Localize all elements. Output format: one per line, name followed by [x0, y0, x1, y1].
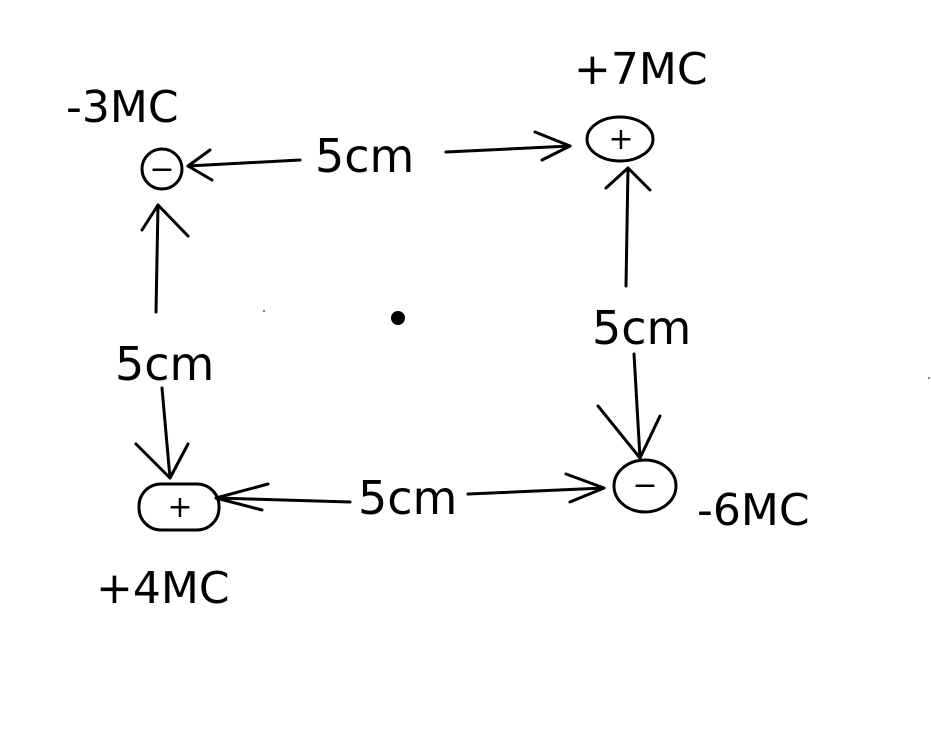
distance-label-top: 5cm	[315, 129, 414, 183]
arrow-top-right-shaft	[444, 144, 572, 154]
arrow-left-top-head	[140, 203, 190, 238]
distance-label-left: 5cm	[115, 337, 214, 391]
arrow-bottom-right-head	[564, 472, 606, 504]
charge-bottom-right: −	[612, 458, 678, 514]
center-point	[391, 311, 405, 325]
arrow-bottom-left-shaft	[214, 496, 352, 504]
charge-label-top-left: -3MC	[66, 82, 179, 133]
arrow-right-top-head	[604, 166, 652, 192]
arrow-left	[134, 203, 190, 480]
arrow-top-left-head	[186, 148, 214, 182]
arrow-right-bottom-head	[596, 404, 662, 460]
arrow-left-bottom-shaft	[160, 386, 172, 480]
arrow-bottom	[214, 472, 606, 512]
stray-speck	[928, 377, 930, 379]
stray-speck	[263, 310, 265, 312]
charge-label-bottom-right: -6MC	[697, 485, 810, 536]
charge-label-bottom-left: +4MC	[96, 563, 230, 614]
arrow-right-bottom-shaft	[632, 352, 642, 460]
charge-bottom-right-sign: −	[632, 468, 657, 503]
arrow-top	[186, 130, 572, 182]
charge-top-right: +	[585, 115, 655, 163]
arrow-bottom-left-head	[214, 482, 270, 512]
arrow-left-bottom-head	[134, 442, 190, 480]
charge-label-top-right: +7MC	[574, 44, 708, 95]
charge-bottom-left: +	[137, 482, 221, 532]
charge-top-left: −	[140, 147, 184, 191]
arrow-right	[596, 166, 662, 460]
charge-top-right-sign: +	[608, 122, 633, 157]
distance-label-bottom: 5cm	[358, 471, 457, 525]
distance-label-right: 5cm	[592, 301, 691, 355]
charge-top-left-sign: −	[149, 152, 174, 187]
arrow-top-right-head	[533, 130, 572, 162]
charge-bottom-left-sign: +	[167, 490, 192, 525]
arrow-right-top-shaft	[624, 166, 630, 288]
arrow-bottom-right-shaft	[466, 486, 606, 496]
arrow-top-left-shaft	[186, 158, 302, 168]
arrow-left-top-shaft	[154, 203, 160, 314]
